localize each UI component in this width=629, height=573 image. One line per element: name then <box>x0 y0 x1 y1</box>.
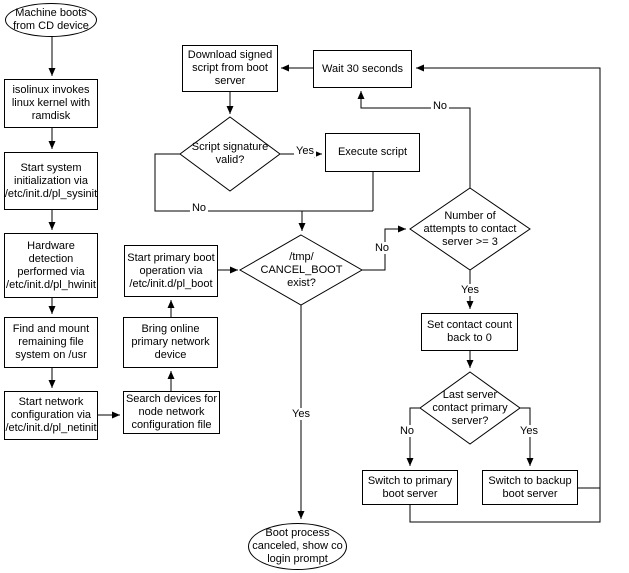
node-machine-boots: Machine boots from CD device <box>5 3 97 37</box>
shape-cancel-boot-diamond <box>238 234 364 306</box>
node-pl-sysinit: Start system initialization via /etc/ini… <box>4 152 98 210</box>
node-script-signature-valid: Script signature valid? <box>191 141 269 166</box>
edge-label-last-no: No <box>397 425 417 437</box>
node-execute-script: Execute script <box>325 133 420 172</box>
node-bring-online: Bring online primary network device <box>123 317 218 368</box>
node-pl-boot: Start primary boot operation via /etc/in… <box>124 245 218 297</box>
edge-label-cancel-yes: Yes <box>290 408 312 420</box>
diamond-shapes <box>179 116 531 445</box>
shape-attempts-diamond <box>409 187 531 271</box>
node-set-contact-count: Set contact count back to 0 <box>421 313 518 351</box>
node-boot-canceled: Boot process canceled, show co login pro… <box>248 523 347 570</box>
edge-scriptvalid-no <box>154 153 373 212</box>
edge-lastserver-yes-to-backup <box>520 407 534 466</box>
node-pl-netinit: Start network configuration via /etc/ini… <box>4 391 98 440</box>
edge-lastserver-no-to-primary <box>406 407 420 466</box>
shape-script-signature-diamond <box>179 116 281 192</box>
connectors <box>48 37 601 523</box>
node-switch-primary: Switch to primary boot server <box>362 470 458 505</box>
node-last-server-primary: Last server contact primary server? <box>432 388 508 427</box>
node-search-devices: Search devices for node network configur… <box>123 391 220 434</box>
node-cancel-boot-exist: /tmp/ CANCEL_BOOT exist? <box>260 250 343 289</box>
edge-label-attempts-no: No <box>430 100 450 112</box>
edge-attempts-no-to-wait <box>357 91 471 188</box>
node-mount-usr: Find and mount remaining file system on … <box>4 317 98 368</box>
shape-last-server-diamond <box>419 371 521 445</box>
node-wait-30-seconds: Wait 30 seconds <box>313 50 412 88</box>
edge-label-script-no: No <box>189 202 209 214</box>
node-switch-backup: Switch to backup boot server <box>482 470 578 505</box>
edge-label-cancel-no: No <box>372 242 392 254</box>
edge-switch-loop-to-wait <box>409 64 601 523</box>
edge-label-attempts-yes: Yes <box>459 284 481 296</box>
node-attempts-count: Number of attempts to contact server >= … <box>423 209 517 248</box>
edge-label-script-yes: Yes <box>294 145 316 157</box>
node-pl-hwinit: Hardware detection performed via /etc/in… <box>4 233 98 298</box>
edge-label-last-yes: Yes <box>518 425 540 437</box>
node-download-script: Download signed script from boot server <box>182 45 278 92</box>
node-isolinux: isolinux invokes linux kernel with ramdi… <box>4 79 98 128</box>
